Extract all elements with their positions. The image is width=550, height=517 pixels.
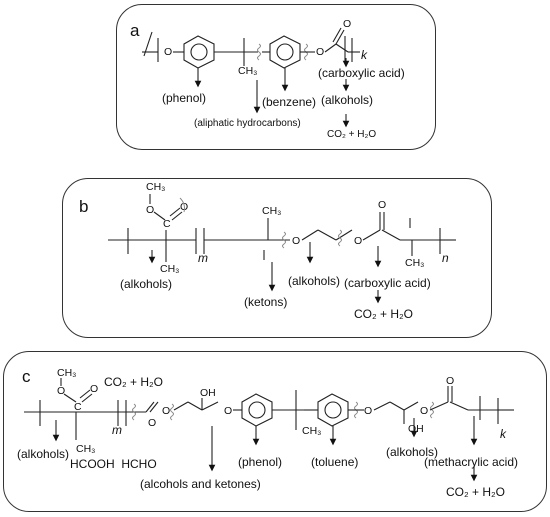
panel-a-structure: a O CH₃ O O k (phenol) (benzen bbox=[130, 18, 405, 140]
atom-o: O bbox=[148, 417, 156, 429]
subscript-m: m bbox=[112, 423, 122, 437]
atom-o: O bbox=[316, 46, 324, 58]
label-hcooh-hcho: HCOOH HCHO bbox=[70, 457, 157, 471]
label-phenol: (phenol) bbox=[162, 91, 206, 105]
atom-ch3: CH₃ bbox=[262, 205, 281, 217]
label-alkohols: (alkohols) bbox=[288, 274, 340, 288]
atom-o: O bbox=[354, 235, 362, 247]
label-methacrylic-acid: (methacrylic acid) bbox=[424, 455, 518, 469]
atom-oh: OH bbox=[408, 423, 424, 435]
product-co2-h2o-top: CO₂ + H₂O bbox=[104, 375, 163, 389]
atom-c: C bbox=[163, 218, 171, 230]
atom-ch3: CH₃ bbox=[146, 181, 165, 193]
atom-o: O bbox=[292, 235, 300, 247]
atom-o: O bbox=[162, 405, 170, 417]
label-alkohols: (alkohols) bbox=[17, 447, 69, 461]
product-co2-h2o: CO₂ + H₂O bbox=[327, 129, 376, 140]
panel-b bbox=[62, 178, 492, 338]
atom-o: O bbox=[146, 204, 154, 216]
atom-o: O bbox=[164, 46, 172, 58]
panel-c-structure: c CH₃ O C O CO₂ + H₂O CH₃ m O O OH O bbox=[17, 367, 518, 499]
atom-ch3: CH₃ bbox=[405, 257, 424, 269]
atom-o: O bbox=[343, 18, 351, 30]
atom-ch3: CH₃ bbox=[76, 443, 95, 455]
label-benzene: (benzene) bbox=[262, 95, 316, 109]
subscript-k: k bbox=[500, 427, 507, 441]
atom-o: O bbox=[378, 199, 386, 211]
subscript-m: m bbox=[198, 251, 208, 265]
panel-b-letter: b bbox=[79, 197, 88, 216]
atom-ch3: CH₃ bbox=[302, 425, 321, 437]
label-aliphatic-hydrocarbons: (aliphatic hydrocarbons) bbox=[194, 118, 301, 129]
panel-b-structure: b CH₃ O C O CH₃ m CH₃ O O O bbox=[79, 181, 456, 321]
benzene-ring bbox=[317, 393, 349, 427]
label-alkohols: (alkohols) bbox=[321, 93, 373, 107]
label-alkohols: (alkohols) bbox=[120, 277, 172, 291]
panel-a-letter: a bbox=[130, 21, 140, 40]
atom-oh: OH bbox=[200, 387, 216, 399]
atom-ch3: CH₃ bbox=[57, 367, 76, 379]
atom-o: O bbox=[57, 385, 65, 397]
label-ketons: (ketons) bbox=[244, 295, 287, 309]
atom-o: O bbox=[90, 383, 98, 395]
atom-o: O bbox=[364, 405, 372, 417]
label-toluene: (toluene) bbox=[311, 455, 358, 469]
atom-ch3: CH₃ bbox=[238, 65, 257, 77]
subscript-k: k bbox=[361, 48, 368, 62]
panel-c bbox=[3, 351, 547, 512]
subscript-n: n bbox=[442, 251, 449, 265]
atom-ch3: CH₃ bbox=[160, 263, 179, 275]
product-co2-h2o: CO₂ + H₂O bbox=[354, 307, 413, 321]
atom-o: O bbox=[224, 405, 232, 417]
benzene-ring bbox=[269, 35, 301, 69]
label-carboxylic-acid: (carboxylic acid) bbox=[318, 66, 405, 80]
product-co2-h2o-bottom: CO₂ + H₂O bbox=[446, 485, 505, 499]
benzene-ring bbox=[241, 393, 273, 427]
panel-a bbox=[116, 4, 436, 150]
atom-o: O bbox=[420, 405, 428, 417]
label-alcohols-and-ketones: (alcohols and ketones) bbox=[140, 477, 261, 491]
atom-o: O bbox=[446, 375, 454, 387]
label-carboxylic-acid: (carboxylic acid) bbox=[344, 276, 431, 290]
label-phenol: (phenol) bbox=[238, 455, 282, 469]
panel-c-letter: c bbox=[22, 367, 31, 386]
label-alkohols: (alkohols) bbox=[386, 445, 438, 459]
atom-c: C bbox=[74, 401, 82, 413]
benzene-ring bbox=[183, 35, 215, 69]
